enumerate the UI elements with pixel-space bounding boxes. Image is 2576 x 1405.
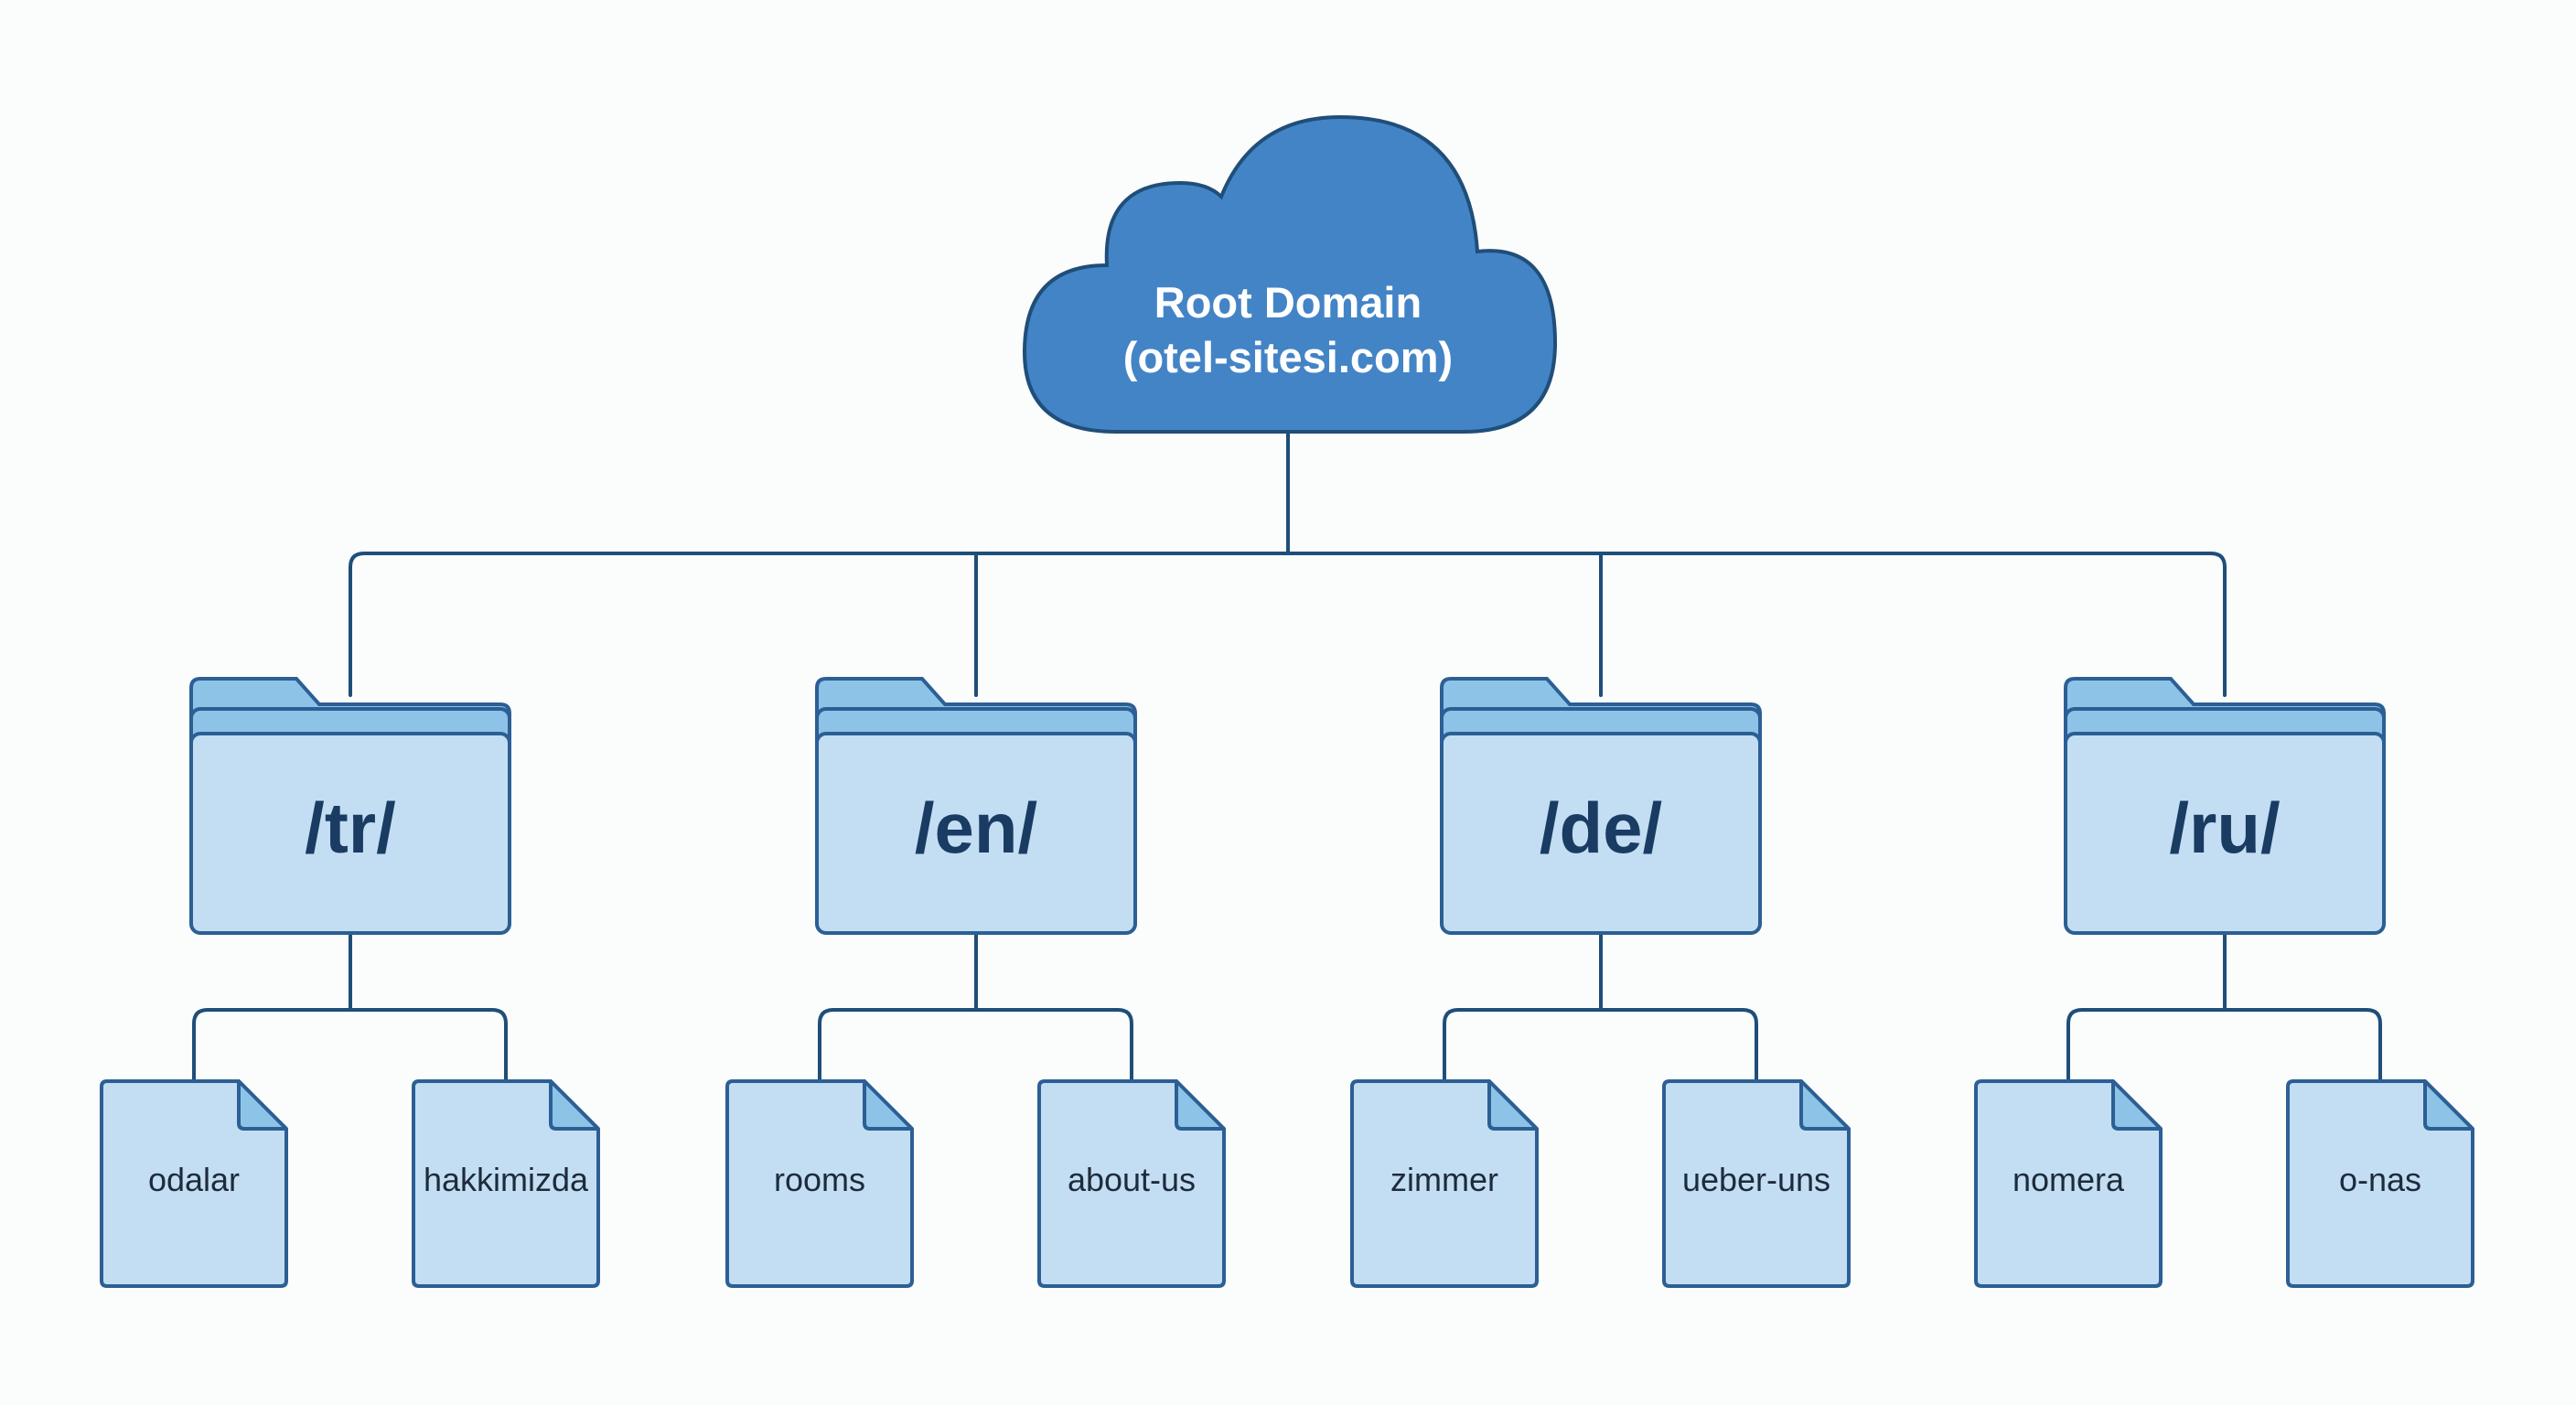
file-page bbox=[100, 1079, 288, 1288]
file-label: nomera bbox=[2012, 1161, 2125, 1198]
page-file-node: ueber-uns bbox=[1662, 1079, 1851, 1288]
file-icon bbox=[1037, 1079, 1226, 1288]
root-domain-title: Root Domain bbox=[1154, 278, 1422, 327]
file-icon bbox=[1974, 1079, 2163, 1288]
page-file-node: about-us bbox=[1037, 1079, 1226, 1288]
file-icon bbox=[100, 1079, 288, 1288]
language-folders: /tr/odalar hakkimizda/en/rooms about-us/de… bbox=[100, 677, 2474, 1288]
language-folder-node: /ru/nomera o-nas bbox=[1974, 677, 2474, 1288]
file-corner-fold bbox=[2111, 1079, 2163, 1131]
file-corner-fold bbox=[2423, 1079, 2474, 1131]
file-label: about-us bbox=[1068, 1161, 1196, 1198]
file-branch-connector-ru bbox=[2066, 931, 2382, 1083]
file-branch-connector-en bbox=[818, 931, 1133, 1083]
file-label: o-nas bbox=[2339, 1161, 2421, 1198]
file-page bbox=[2286, 1079, 2474, 1288]
file-icon bbox=[1350, 1079, 1539, 1288]
cloud-icon bbox=[1022, 114, 1558, 434]
file-branch-connector-tr bbox=[192, 931, 508, 1083]
root-domain-node: Root Domain (otel-sitesi.com) bbox=[1022, 114, 1558, 434]
folder-body bbox=[815, 732, 1137, 935]
file-branch-connector-de bbox=[1443, 931, 1758, 1083]
page-file-node: rooms bbox=[725, 1079, 914, 1288]
file-corner-fold bbox=[1175, 1079, 1226, 1131]
page-file-node: nomera bbox=[1974, 1079, 2163, 1288]
file-label: hakkimizda bbox=[424, 1161, 589, 1198]
file-label: ueber-uns bbox=[1682, 1161, 1830, 1198]
language-branch-connector bbox=[349, 552, 2227, 697]
folder-label: /de/ bbox=[1540, 788, 1662, 868]
file-corner-fold bbox=[237, 1079, 288, 1131]
page-file-node: o-nas bbox=[2286, 1079, 2474, 1288]
language-folder-node: /de/zimmer ueber-uns bbox=[1350, 677, 1851, 1288]
folder-body bbox=[2064, 732, 2386, 935]
folder-icon bbox=[2064, 677, 2386, 935]
file-label: rooms bbox=[774, 1161, 865, 1198]
folder-body bbox=[1440, 732, 1762, 935]
file-corner-fold bbox=[1487, 1079, 1539, 1131]
page-file-node: hakkimizda bbox=[412, 1079, 600, 1288]
folder-label: /tr/ bbox=[305, 788, 396, 868]
file-label: zimmer bbox=[1390, 1161, 1498, 1198]
file-page bbox=[725, 1079, 914, 1288]
file-corner-fold bbox=[863, 1079, 914, 1131]
file-corner-fold bbox=[549, 1079, 600, 1131]
folder-label: /en/ bbox=[915, 788, 1037, 868]
file-label: odalar bbox=[148, 1161, 240, 1198]
file-page bbox=[1974, 1079, 2163, 1288]
file-page bbox=[1350, 1079, 1539, 1288]
file-corner-fold bbox=[1799, 1079, 1851, 1131]
folder-label: /ru/ bbox=[2169, 788, 2280, 868]
folder-icon bbox=[815, 677, 1137, 935]
page-file-node: zimmer bbox=[1350, 1079, 1539, 1288]
root-domain-subtitle: (otel-sitesi.com) bbox=[1123, 333, 1453, 381]
language-folder-node: /tr/odalar hakkimizda bbox=[100, 677, 600, 1288]
folder-icon bbox=[1440, 677, 1762, 935]
connectors bbox=[192, 430, 2382, 1083]
folder-icon bbox=[189, 677, 511, 935]
folder-body bbox=[189, 732, 511, 935]
file-page bbox=[1662, 1079, 1851, 1288]
file-icon bbox=[412, 1079, 600, 1288]
file-icon bbox=[1662, 1079, 1851, 1288]
file-icon bbox=[725, 1079, 914, 1288]
file-page bbox=[412, 1079, 600, 1288]
page-file-node: odalar bbox=[100, 1079, 288, 1288]
file-icon bbox=[2286, 1079, 2474, 1288]
file-page bbox=[1037, 1079, 1226, 1288]
language-folder-node: /en/rooms about-us bbox=[725, 677, 1226, 1288]
